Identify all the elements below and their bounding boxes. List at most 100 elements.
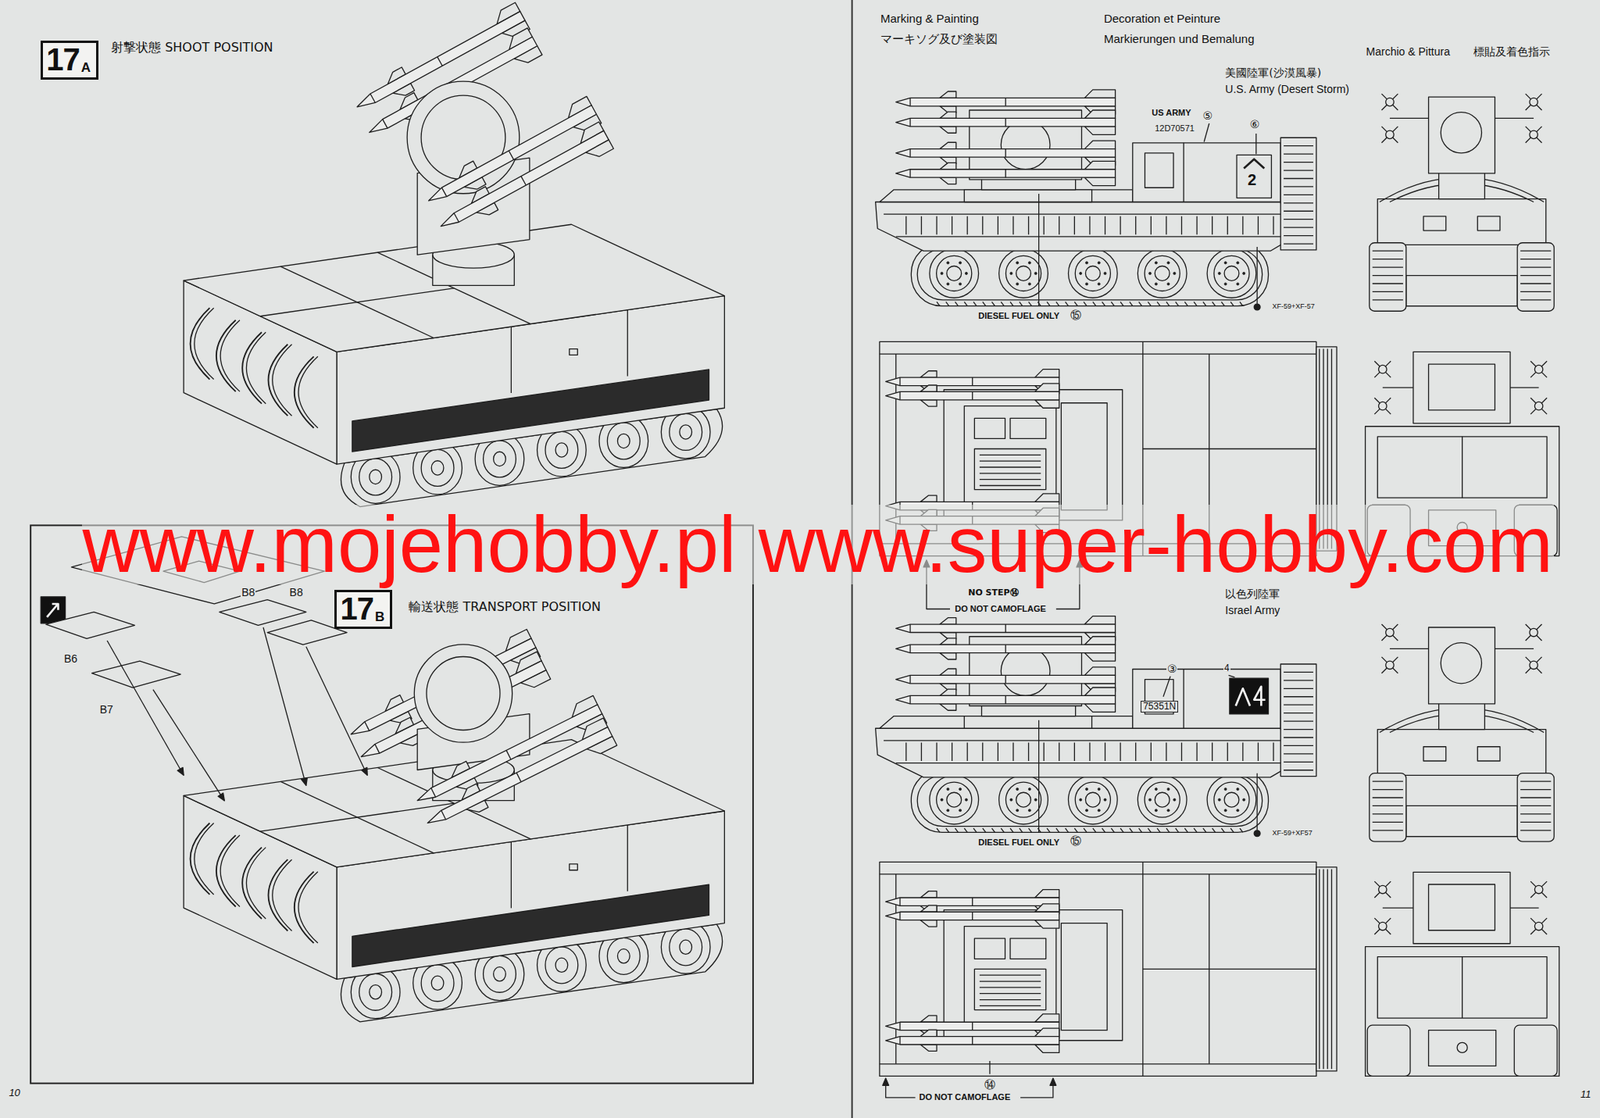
- wheel-bolt: [1224, 282, 1227, 286]
- turret-panel: [1428, 364, 1496, 411]
- missile-fin: [939, 689, 957, 696]
- assembly-arrow: [263, 627, 307, 786]
- radiator-grille: [1316, 867, 1337, 1072]
- step-title: 射撃状態 SHOOT POSITION: [110, 40, 275, 55]
- missile-band: [453, 213, 459, 222]
- grille-slat: [1322, 868, 1324, 1069]
- marking-text: US ARMY: [1150, 107, 1192, 118]
- track-link: [1520, 813, 1551, 815]
- version-title: 以色列陸軍: [1224, 588, 1281, 600]
- hose: [294, 871, 315, 943]
- track-link: [1110, 828, 1115, 833]
- track-link: [1520, 282, 1551, 284]
- wheel-bolt: [1016, 261, 1019, 265]
- hull-rib: [1012, 216, 1014, 236]
- missile-fin: [1084, 126, 1115, 135]
- wheel-bolt: [1154, 261, 1158, 265]
- grille-slat: [1283, 745, 1314, 747]
- wheel-bolt: [1010, 798, 1013, 801]
- version-title: Israel Army: [1224, 604, 1281, 617]
- missile-fin: [939, 91, 957, 98]
- arrow-head: [361, 767, 368, 775]
- hull-rib: [1181, 216, 1183, 236]
- track-link: [1065, 828, 1069, 833]
- grille-slat: [979, 986, 1041, 988]
- missile-body: [885, 377, 1060, 386]
- wheel-bolt: [964, 798, 968, 801]
- missile-fin: [1084, 616, 1115, 625]
- attention-icon: [40, 596, 65, 624]
- track-link: [1010, 301, 1014, 306]
- missile-band: [909, 97, 911, 106]
- turret-body: [1428, 96, 1496, 174]
- page-number: 11: [1579, 1089, 1593, 1100]
- markings: [882, 123, 1272, 1098]
- hull-rear: [1365, 946, 1560, 1077]
- track: [1514, 1025, 1558, 1076]
- leader-line: [1163, 676, 1171, 697]
- missile-band: [899, 391, 900, 400]
- hull-side: [875, 202, 1289, 252]
- marking-symbol: [1235, 688, 1250, 706]
- wheel-hub: [1154, 266, 1170, 282]
- missile-fin: [920, 1015, 937, 1022]
- turret-drum: [414, 644, 512, 743]
- missile-band: [441, 810, 447, 820]
- paint-code: XF-59+XF57: [1271, 829, 1313, 838]
- grille-slat: [1283, 671, 1314, 673]
- missile-fin: [1381, 624, 1398, 641]
- missile-fin: [1374, 397, 1391, 415]
- grille-slat: [979, 460, 1041, 462]
- paint-dot: [1253, 303, 1261, 311]
- missile-fin: [1530, 881, 1547, 898]
- missile-band: [1005, 169, 1007, 178]
- wheel-rim: [483, 440, 517, 478]
- hull-line: [896, 235, 1283, 237]
- track-link: [1102, 301, 1106, 306]
- hull-rib: [1104, 216, 1106, 236]
- track-link: [1520, 275, 1551, 276]
- missile-fin: [1035, 400, 1060, 408]
- missile-nose: [1378, 921, 1387, 930]
- missile-fin: [1381, 93, 1398, 111]
- grille-slat: [1283, 769, 1314, 771]
- track-link: [1212, 301, 1216, 306]
- missile: [896, 110, 1116, 135]
- missile-fin: [1530, 881, 1547, 898]
- hose: [216, 320, 236, 392]
- launcher-arm: [1510, 907, 1540, 908]
- missile-band: [909, 644, 911, 653]
- hose: [246, 847, 266, 919]
- missile-fin: [1084, 703, 1115, 712]
- track-inner: [917, 249, 1262, 300]
- panel-line: [627, 825, 629, 892]
- wheel-bolt: [1167, 282, 1170, 286]
- hose: [194, 823, 215, 895]
- missile-band: [364, 721, 370, 732]
- hull-rib: [1181, 742, 1183, 762]
- hull-rib: [921, 742, 922, 762]
- light: [1423, 746, 1447, 761]
- missile-fin: [1374, 881, 1391, 898]
- wheel-hub: [1224, 792, 1240, 808]
- vehicle-isometric: [183, 628, 725, 1022]
- heading: Decoration et Peinture: [1103, 12, 1222, 26]
- arrow-head: [217, 792, 225, 801]
- part-number: B6: [63, 653, 79, 665]
- missile-fin: [1374, 917, 1391, 935]
- grille-slat: [1283, 242, 1314, 244]
- wheel-hub: [1224, 266, 1240, 282]
- hull-rib: [982, 216, 983, 236]
- wheel-hub: [555, 957, 568, 972]
- cargo-door: [1144, 153, 1174, 188]
- track-link: [946, 301, 950, 306]
- version-title: 美國陸軍(沙漠風暴): [1224, 67, 1322, 79]
- hull-rib: [935, 216, 937, 236]
- road-wheel: [1068, 249, 1118, 299]
- side-skirt: [352, 884, 710, 967]
- missile-fin: [939, 111, 957, 118]
- version-title: U.S. Army (Desert Storm): [1224, 83, 1350, 96]
- track-link: [1083, 301, 1087, 306]
- callout-number: ⑭: [983, 1078, 997, 1091]
- missile-body: [885, 1036, 1060, 1045]
